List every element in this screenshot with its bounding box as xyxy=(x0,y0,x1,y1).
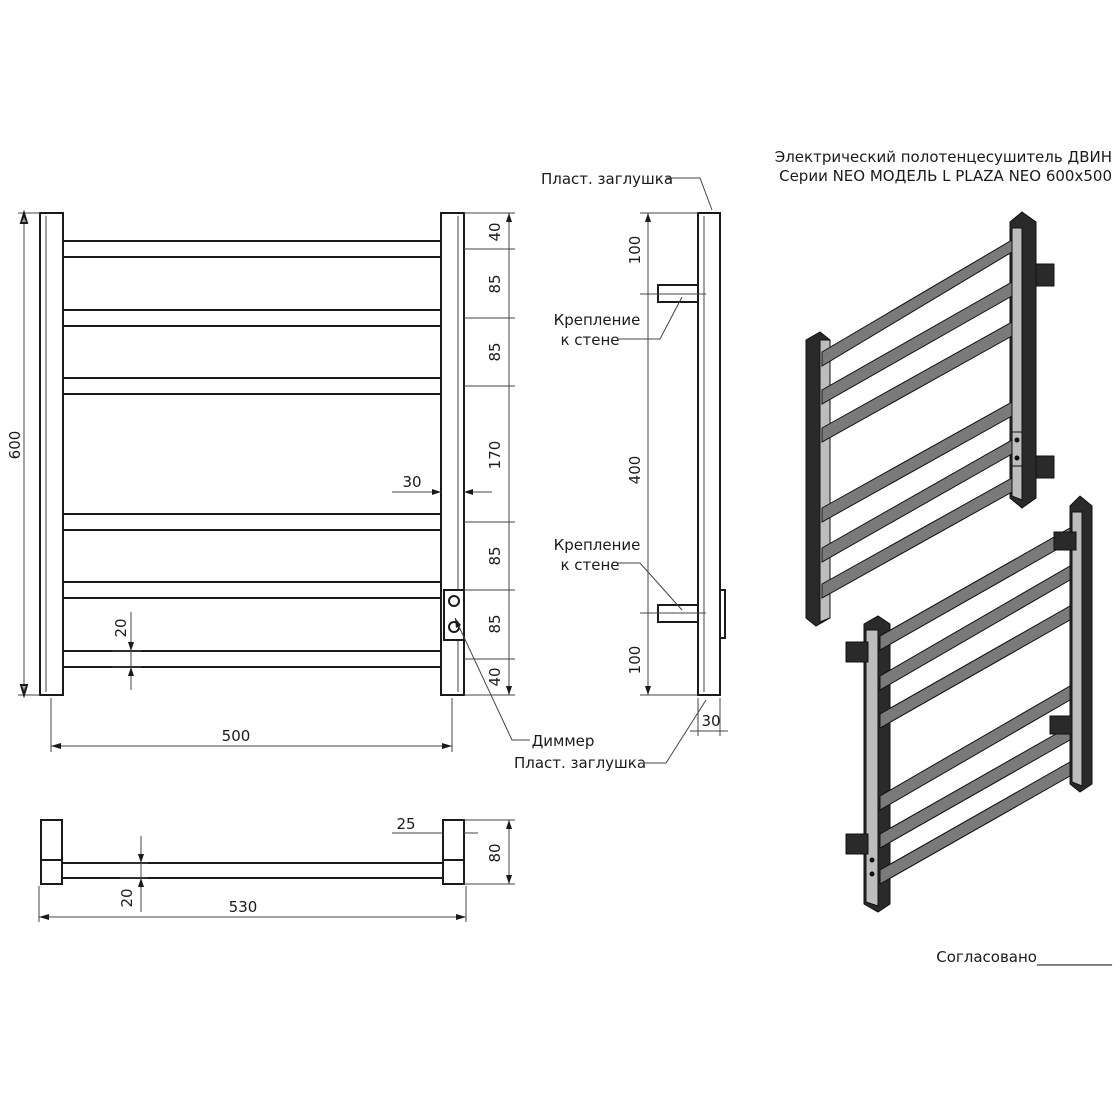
bar-2 xyxy=(62,309,442,327)
front-view: 600 500 40 85 85 170 85 85 40 30 xyxy=(6,209,530,752)
dim-spacing-3: 85 xyxy=(486,342,504,361)
dim-wall-offset: 80 xyxy=(486,843,504,862)
bar-1 xyxy=(62,240,442,258)
label-mount-upper-1: Крепление xyxy=(554,311,641,329)
dim-spacing-7: 40 xyxy=(486,667,504,686)
bar-3 xyxy=(62,377,442,395)
dim-spacing-5: 85 xyxy=(486,546,504,565)
dim-post-width: 30 xyxy=(402,473,421,491)
side-view: 100 400 100 30 Пласт. заглушка Крепление… xyxy=(514,170,728,772)
isometric-view-back xyxy=(805,211,1055,627)
bar-5 xyxy=(62,581,442,599)
dim-post-depth: 25 xyxy=(396,815,415,833)
dimmer-knob-top xyxy=(448,595,460,607)
dim-depth: 30 xyxy=(701,712,720,730)
label-cap-top: Пласт. заглушка xyxy=(541,170,673,188)
bar-4 xyxy=(62,513,442,531)
dim-spacing-4: 170 xyxy=(486,441,504,470)
dim-top-offset: 100 xyxy=(626,236,644,265)
label-cap-bottom: Пласт. заглушка xyxy=(514,754,646,772)
label-mount-lower-1: Крепление xyxy=(554,536,641,554)
dim-mount-spacing: 400 xyxy=(626,456,644,485)
dim-overall-width: 500 xyxy=(222,727,251,745)
dim-overall-height: 600 xyxy=(6,431,24,460)
top-bar xyxy=(61,862,444,879)
dim-spacing-1: 40 xyxy=(486,222,504,241)
side-post xyxy=(697,212,721,696)
label-dimmer: Диммер xyxy=(532,732,595,750)
dim-bar-height: 20 xyxy=(112,618,130,637)
approval-field: Согласовано__________ xyxy=(936,948,1112,967)
top-right-post-lower xyxy=(442,859,465,885)
title-line-2: Серии NEO МОДЕЛЬ L PLAZA NEO 600x500 xyxy=(779,167,1112,185)
isometric-view-front xyxy=(845,495,1093,913)
dim-bar-depth: 20 xyxy=(118,888,136,907)
dim-bottom-offset: 100 xyxy=(626,646,644,675)
side-dimmer xyxy=(719,589,726,639)
dim-spacing-2: 85 xyxy=(486,274,504,293)
top-right-post-upper xyxy=(442,819,465,861)
title-line-1: Электрический полотенцесушитель ДВИН xyxy=(775,148,1112,166)
label-mount-lower-2: к стене xyxy=(560,556,619,574)
top-left-post-lower xyxy=(40,859,63,885)
dim-spacing-6: 85 xyxy=(486,614,504,633)
label-mount-upper-2: к стене xyxy=(560,331,619,349)
dim-top-width: 530 xyxy=(229,898,258,916)
top-left-post-upper xyxy=(40,819,63,861)
bar-6 xyxy=(62,650,442,668)
left-post xyxy=(39,212,64,696)
top-view: 530 25 80 20 xyxy=(38,815,515,922)
